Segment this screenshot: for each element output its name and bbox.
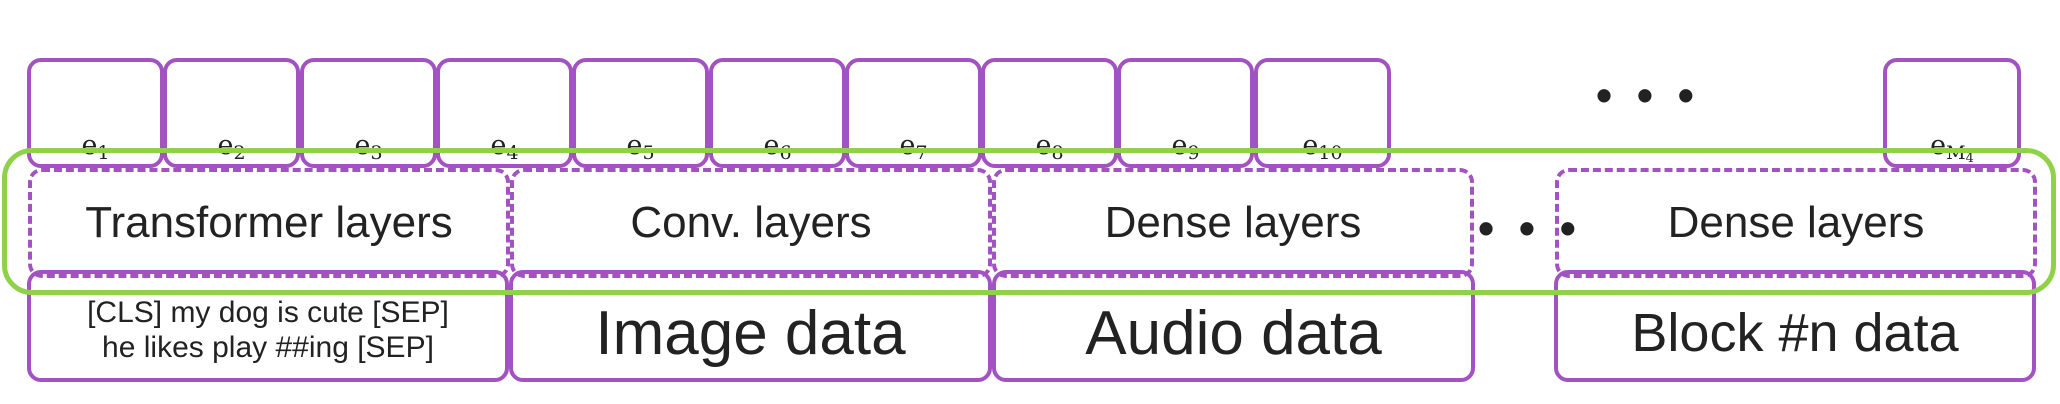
conv-layers-block: Conv. layers: [510, 168, 992, 278]
image-data-block: Image data: [509, 270, 992, 382]
layer-ellipsis: • • •: [1478, 202, 1582, 254]
token-ellipsis: • • •: [1596, 69, 1700, 121]
model-frame: [2, 148, 2056, 295]
text-data-block: [CLS] my dog is cute [SEP] he likes play…: [27, 270, 509, 382]
block-n-data-block: Block #n data: [1554, 270, 2036, 382]
dense-layers-block: Dense layers: [992, 168, 1474, 278]
transformer-layers-block: Transformer layers: [28, 168, 510, 278]
audio-data-block: Audio data: [992, 270, 1475, 382]
dense-layers-block-n: Dense layers: [1555, 168, 2037, 278]
